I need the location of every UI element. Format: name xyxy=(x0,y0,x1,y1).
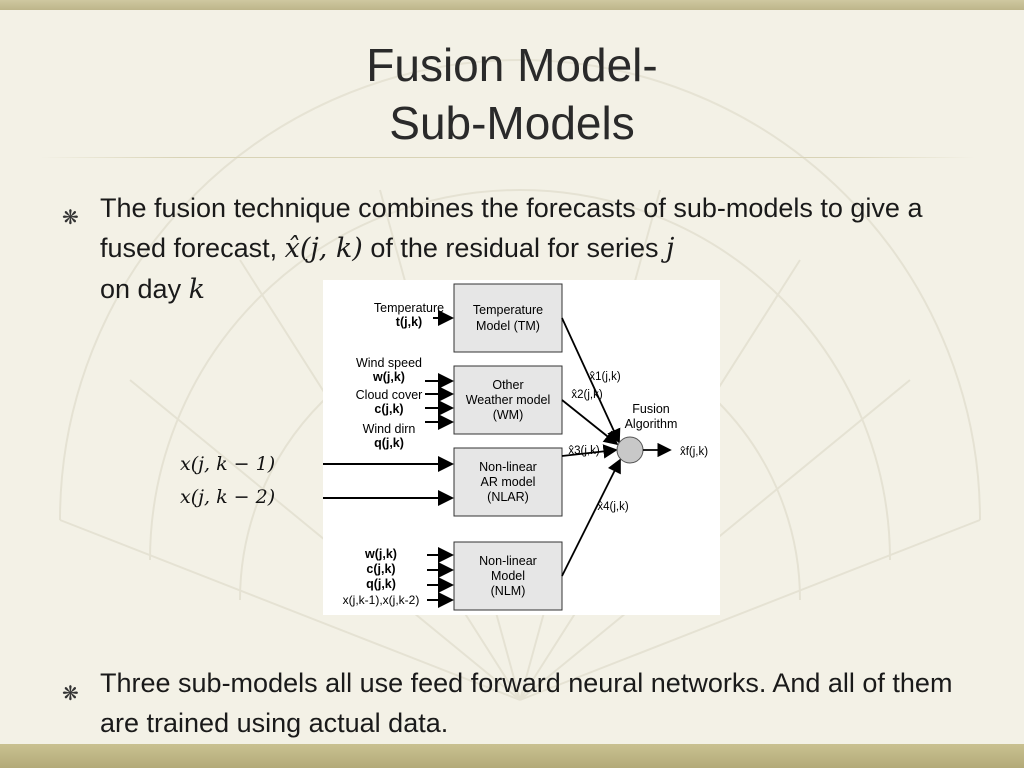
bullet-text-2: Three sub-models all use feed forward ne… xyxy=(100,668,953,738)
slide-title: Fusion Model- Sub-Models xyxy=(0,36,1024,152)
fused-output-label: x̂f(j,k) xyxy=(680,446,708,458)
title-line-2: Sub-Models xyxy=(389,97,635,149)
box-wm-line-1: Other xyxy=(492,378,523,392)
box-weather-model xyxy=(453,365,563,435)
series-variable-math: j xyxy=(666,233,675,264)
box-temperature-model xyxy=(453,283,563,353)
fusion-node xyxy=(616,436,644,464)
box-nlm-line-1: Non-linear xyxy=(479,554,537,568)
bullet-1-part-1: The fusion technique combines the foreca… xyxy=(100,193,923,263)
input-wind-speed-label: Wind speed xyxy=(356,356,422,370)
box-nlm-model xyxy=(453,541,563,611)
arrow-nlar-to-fusion xyxy=(561,444,618,459)
output-x4-label: x̂4(j,k) xyxy=(597,501,628,513)
output-x3-label: x̂3(j,k) xyxy=(568,445,599,457)
input-temperature-label: Temperature xyxy=(374,301,444,315)
title-line-1: Fusion Model- xyxy=(366,39,658,91)
box-nlar-line-1: Non-linear xyxy=(479,460,537,474)
output-x1-label: x̂1(j,k) xyxy=(589,371,620,383)
nlm-input-c-var: c(j,k) xyxy=(366,562,395,576)
box-wm-line-3: (WM) xyxy=(493,408,524,422)
fused-forecast-math: x̂(j, k) xyxy=(284,233,363,264)
box-nlm-line-3: (NLM) xyxy=(491,584,526,598)
fusion-label-line-2: Algorithm xyxy=(625,417,678,431)
arrow-wm-to-fusion xyxy=(561,399,619,446)
input-wind-speed-var: w(j,k) xyxy=(372,370,405,384)
box-nlar-line-3: (NLAR) xyxy=(487,490,529,504)
arrow-nlm-to-fusion xyxy=(561,458,621,577)
day-variable-math: k xyxy=(188,274,205,305)
arrow-tm-to-fusion xyxy=(561,317,621,444)
external-input-lag-1: x(j, k − 1) xyxy=(180,453,276,475)
input-cloud-cover-var: c(j,k) xyxy=(374,402,403,416)
top-decor-band xyxy=(0,0,1024,10)
bullet-icon: ❋ xyxy=(62,683,79,705)
input-wind-dirn-label: Wind dirn xyxy=(363,422,416,436)
title-divider xyxy=(40,157,975,158)
nlm-input-w-var: w(j,k) xyxy=(364,547,397,561)
input-temperature-var: t(j,k) xyxy=(396,315,422,329)
bullet-1-part-3: on day xyxy=(100,274,182,304)
bullet-text-1: The fusion technique combines the foreca… xyxy=(100,188,980,310)
box-nlm-line-2: Model xyxy=(491,569,525,583)
bottom-decor-band xyxy=(0,744,1024,768)
input-cloud-cover-label: Cloud cover xyxy=(356,388,423,402)
fusion-model-diagram: Temperature Model (TM) Other Weather mod… xyxy=(323,280,720,615)
bullet-icon: ❋ xyxy=(62,207,79,229)
output-x2-label: x̂2(j,k) xyxy=(571,389,602,401)
box-tm-line-2: Model (TM) xyxy=(476,319,540,333)
box-wm-line-2: Weather model xyxy=(466,393,551,407)
external-input-lag-2: x(j, k − 2) xyxy=(180,486,276,508)
box-tm-line-1: Temperature xyxy=(473,303,543,317)
box-nlar-line-2: AR model xyxy=(481,475,536,489)
bullet-1-part-2: of the residual for series xyxy=(370,233,659,263)
fusion-label-line-1: Fusion xyxy=(632,402,670,416)
input-wind-dirn-var: q(j,k) xyxy=(374,436,404,450)
box-nlar-model xyxy=(453,447,563,517)
nlm-input-lags-var: x(j,k-1),x(j,k-2) xyxy=(343,593,420,607)
nlm-input-q-var: q(j,k) xyxy=(366,577,396,591)
